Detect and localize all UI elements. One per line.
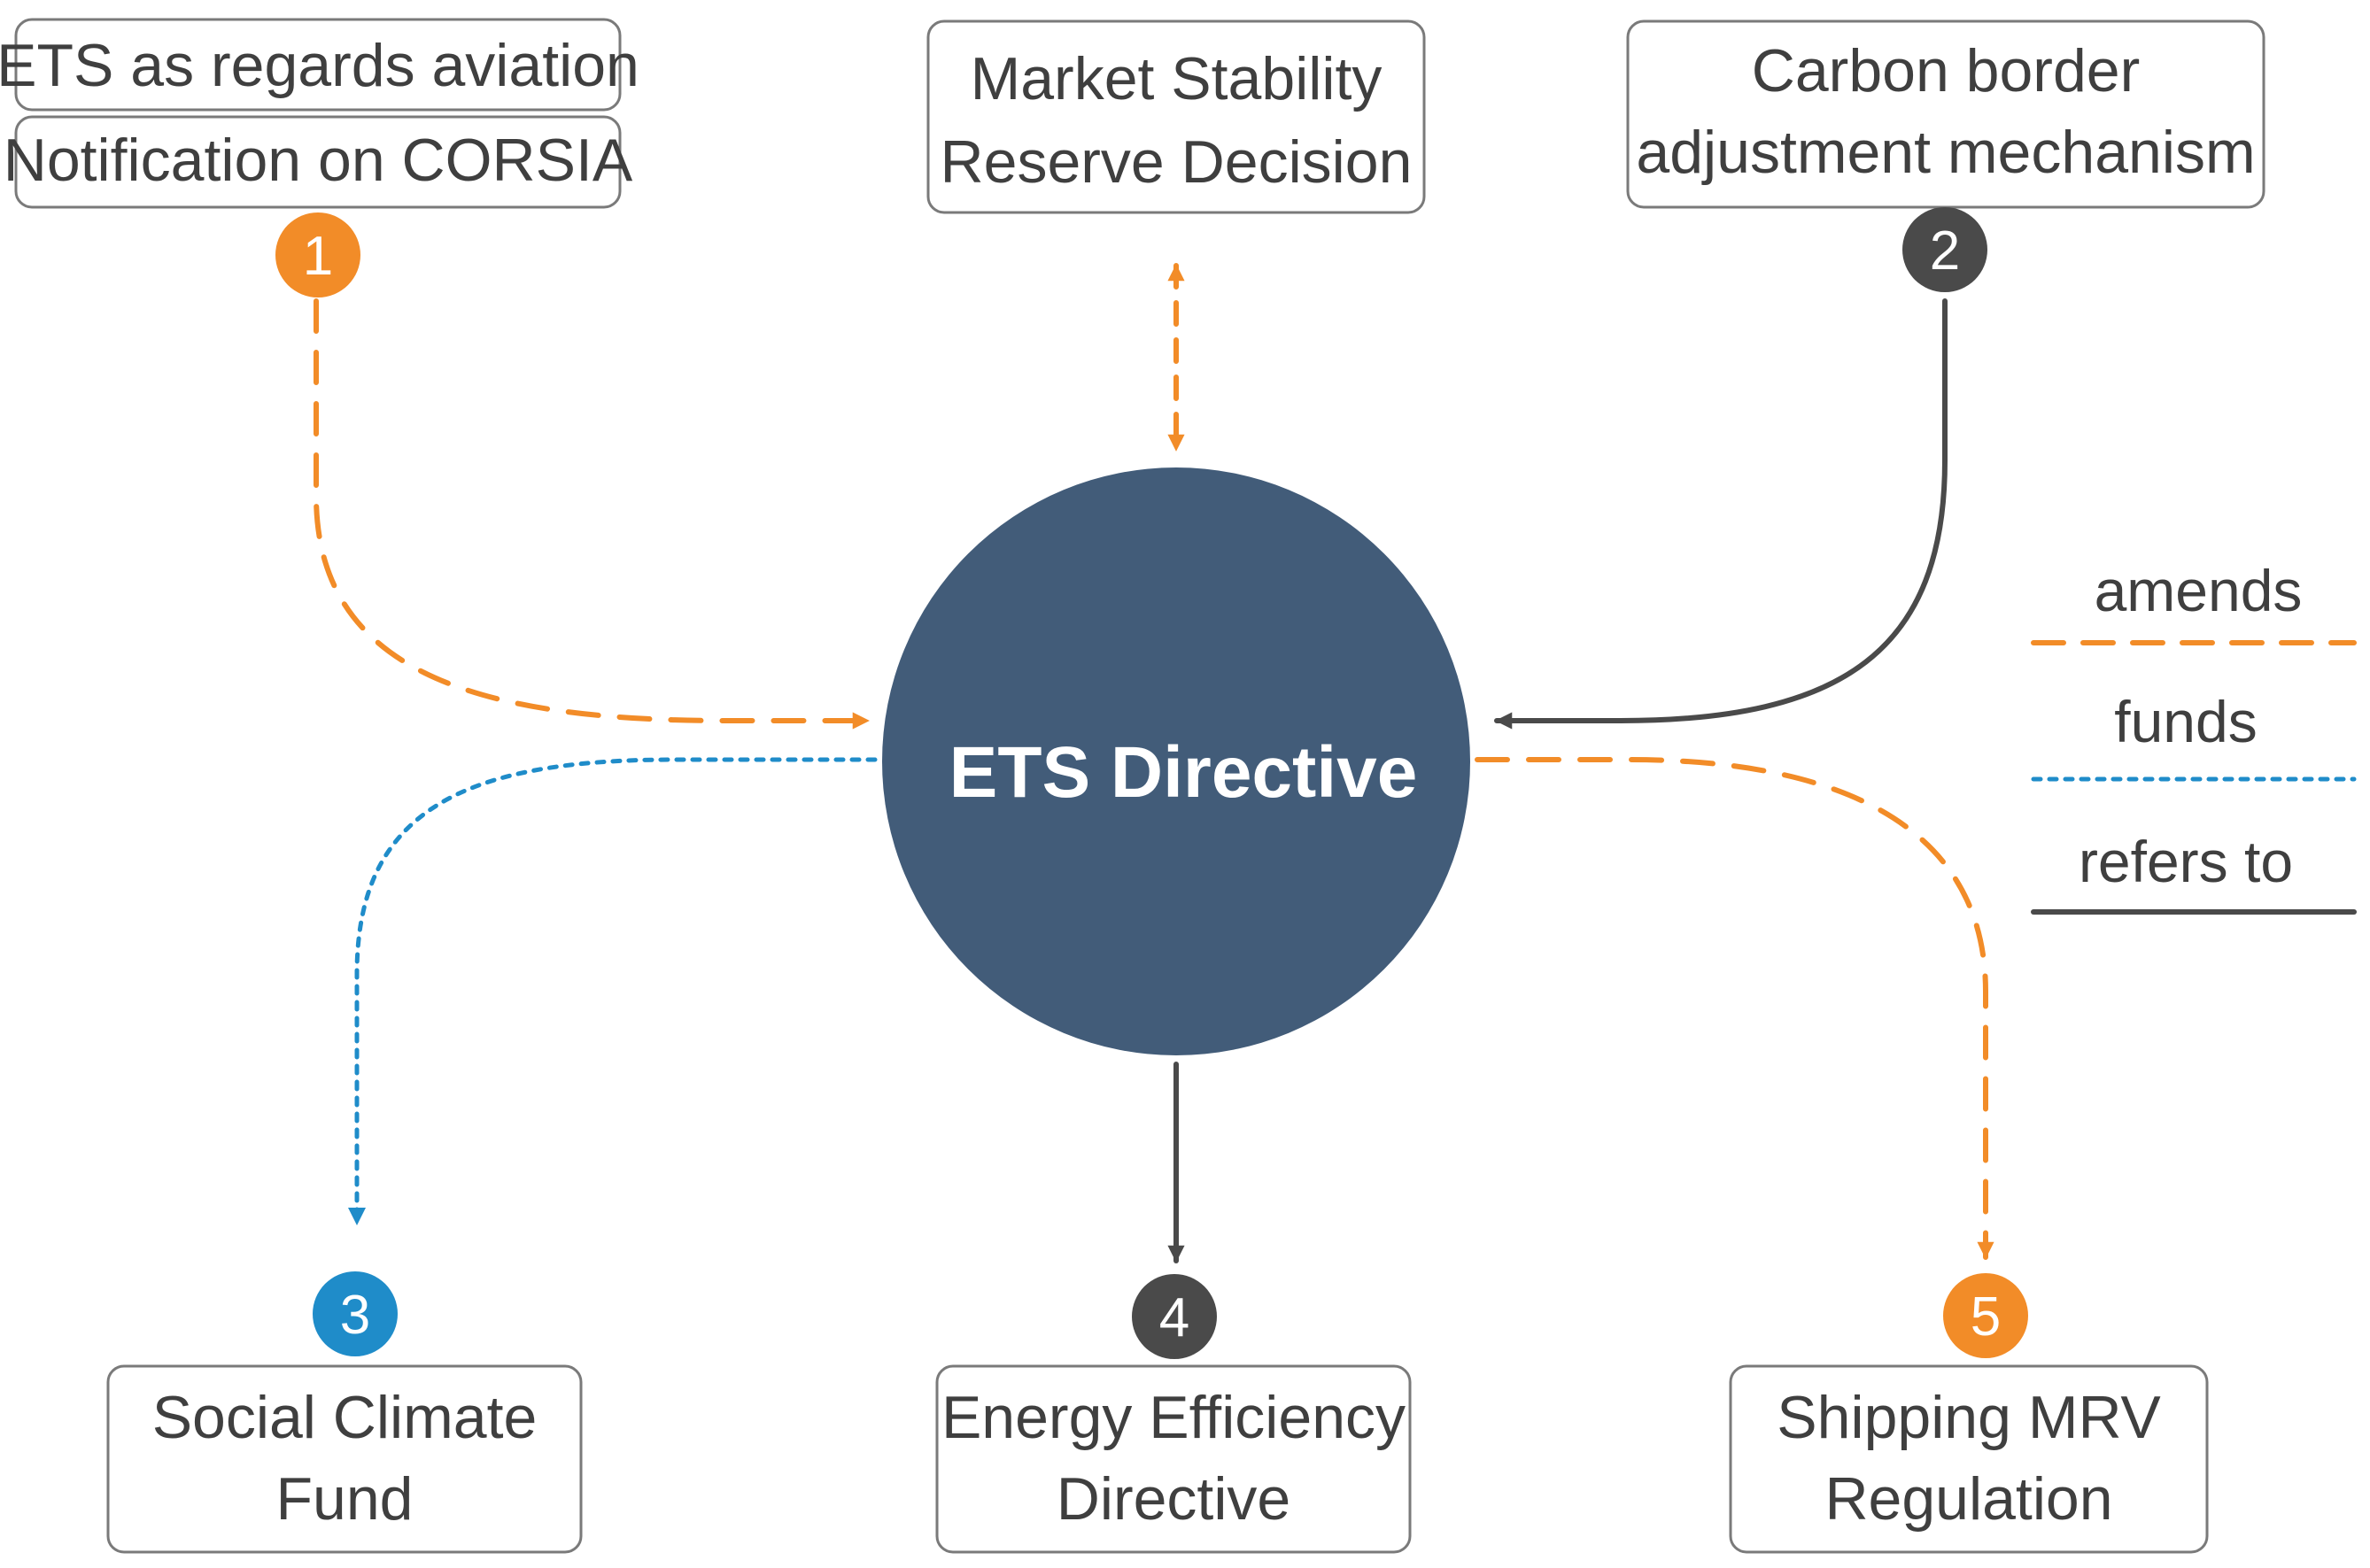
eed-box-line1: Energy Efficiency xyxy=(941,1384,1406,1451)
cbam-box-line1: Carbon border xyxy=(1752,37,2140,104)
badge-3: 3 xyxy=(313,1271,398,1356)
scf-box xyxy=(106,1364,583,1554)
cbam-box-group: Carbon border adjustment mechanism xyxy=(1626,19,2265,209)
corsia-box xyxy=(14,115,622,209)
corsia-box-label: Notification on CORSIA xyxy=(4,127,633,194)
badge-3-circle xyxy=(313,1271,398,1356)
scf-box-line1: Social Climate xyxy=(152,1384,538,1451)
aviation-box xyxy=(14,18,622,112)
mrv-box-line1: Shipping MRV xyxy=(1777,1384,2161,1451)
legend: amends funds refers to xyxy=(2031,558,2357,915)
badge-2-circle xyxy=(1902,207,1987,292)
scf-funds-arrow xyxy=(348,757,878,1226)
badge-4-label: 4 xyxy=(1159,1287,1189,1348)
cbam-refers-arrow xyxy=(1494,298,1948,730)
legend-amends-label: amends xyxy=(2095,558,2303,623)
badge-2-label: 2 xyxy=(1930,220,1960,282)
cbam-box xyxy=(1626,19,2265,209)
legend-refers-label: refers to xyxy=(2079,829,2293,894)
ets-directive-circle xyxy=(882,467,1470,1055)
aviation-box-group: ETS as regards aviation Notification on … xyxy=(0,18,639,209)
eed-box xyxy=(935,1364,1412,1554)
legend-funds-label: funds xyxy=(2114,689,2257,754)
mrv-box xyxy=(1729,1364,2209,1554)
msr-box-line1: Market Stability xyxy=(971,45,1382,112)
cbam-box-line2: adjustment mechanism xyxy=(1636,119,2255,186)
badge-5: 5 xyxy=(1943,1273,2028,1358)
eed-box-group: Energy Efficiency Directive xyxy=(935,1364,1412,1554)
badge-5-label: 5 xyxy=(1971,1286,2001,1348)
badge-4-circle xyxy=(1132,1274,1217,1359)
ets-directive-label: ETS Directive xyxy=(949,732,1418,813)
badge-3-label: 3 xyxy=(340,1285,370,1346)
msr-box-group: Market Stability Reserve Decision xyxy=(926,19,1426,214)
scf-box-line2: Fund xyxy=(276,1465,414,1533)
mrv-box-line2: Regulation xyxy=(1824,1465,2112,1533)
mrv-box-group: Shipping MRV Regulation xyxy=(1729,1364,2209,1554)
msr-box-line2: Reserve Decision xyxy=(941,128,1413,196)
badge-1: 1 xyxy=(275,212,360,297)
badge-4: 4 xyxy=(1132,1274,1217,1359)
aviation-amends-arrow xyxy=(314,298,871,730)
badge-2: 2 xyxy=(1902,207,1987,292)
aviation-box-label: ETS as regards aviation xyxy=(0,32,639,99)
eed-box-line2: Directive xyxy=(1057,1465,1291,1533)
mrv-amends-arrow xyxy=(1475,757,1994,1260)
scf-box-group: Social Climate Fund xyxy=(106,1364,583,1554)
msr-box xyxy=(926,19,1426,214)
badge-5-circle xyxy=(1943,1273,2028,1358)
badge-1-label: 1 xyxy=(303,226,333,287)
badge-1-circle xyxy=(275,212,360,297)
